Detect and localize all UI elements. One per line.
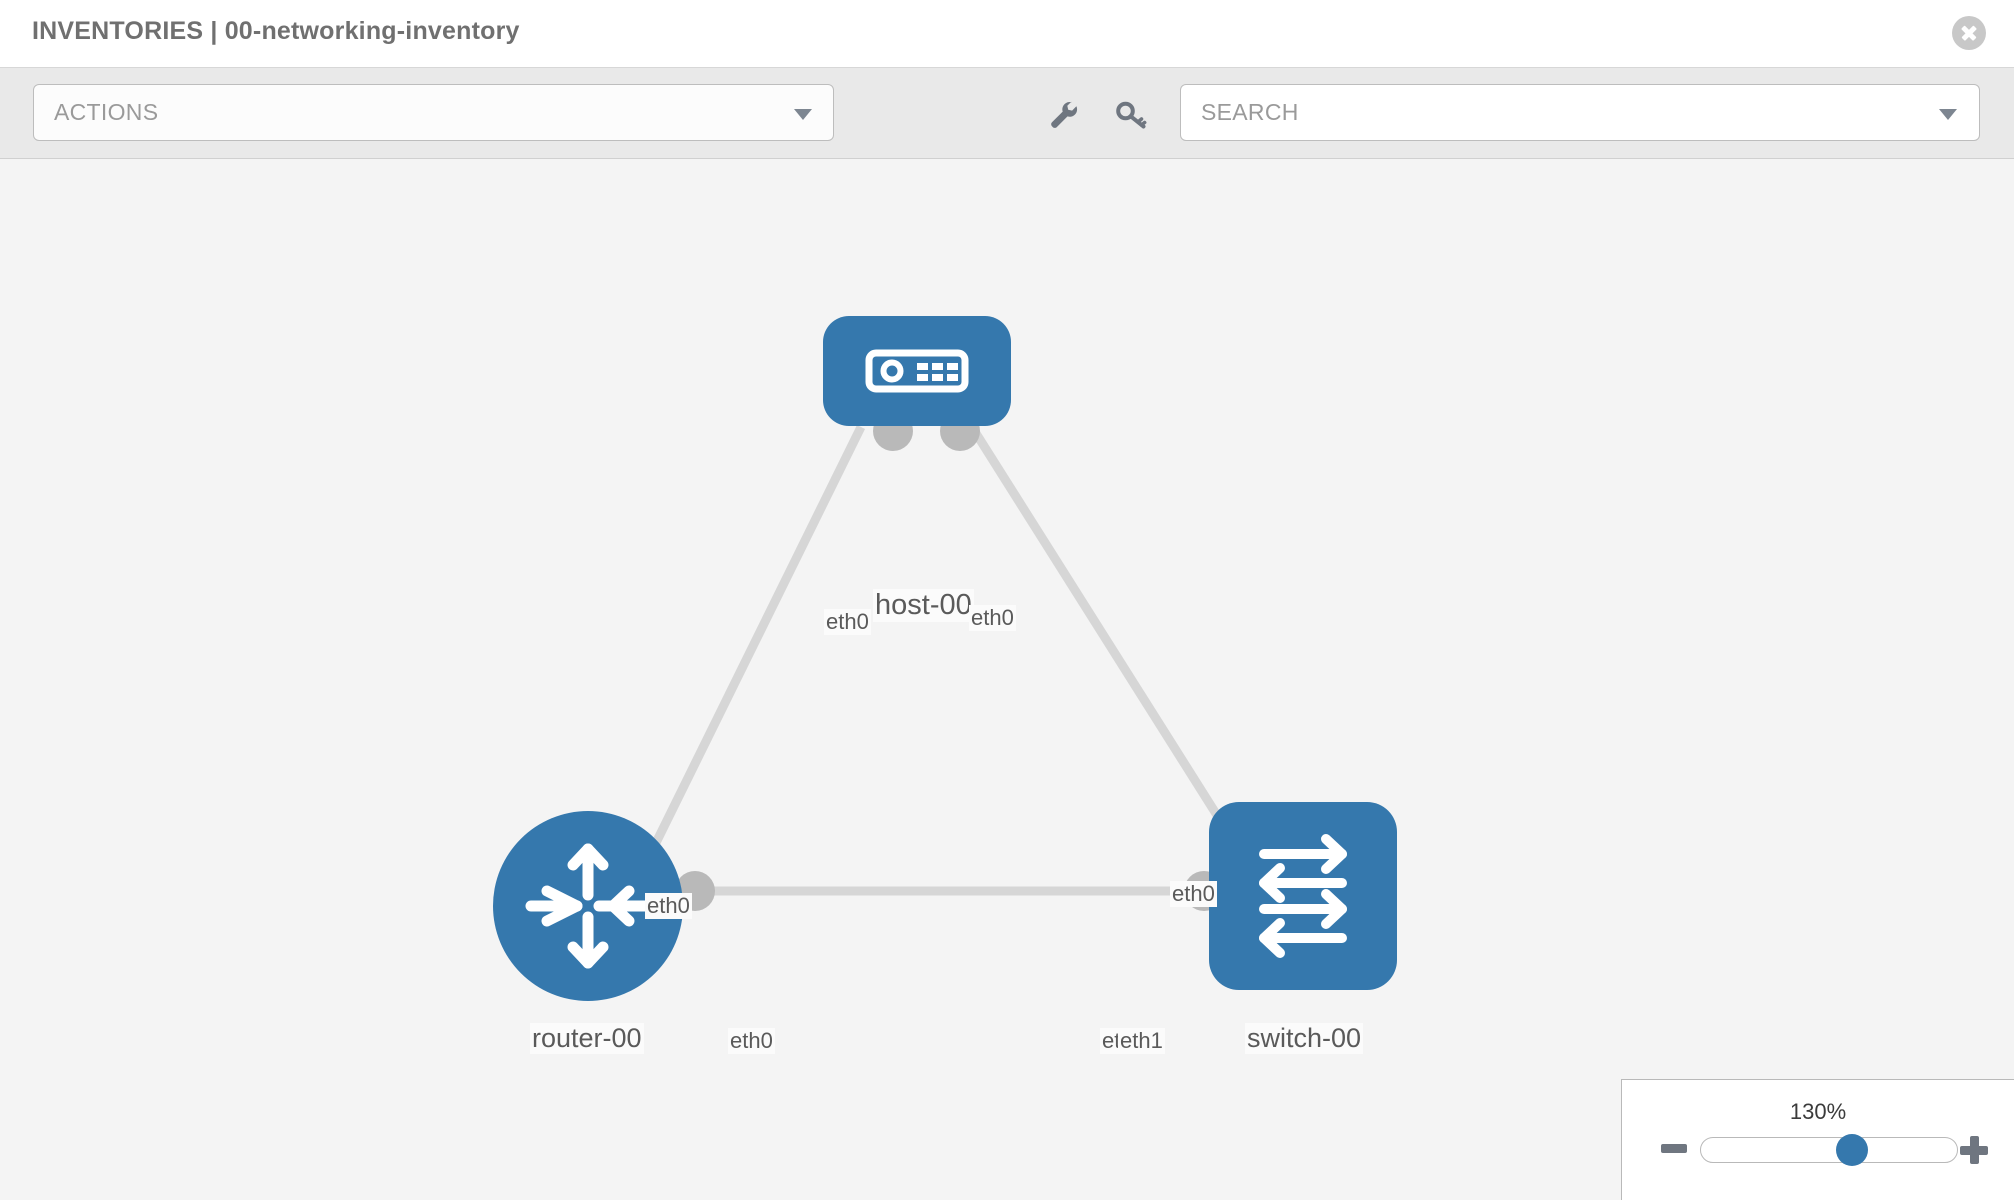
node-label-host: host-00 [873,589,974,622]
plus-icon-vertical [1969,1136,1979,1164]
key-icon[interactable] [1114,98,1148,132]
zoom-slider-handle[interactable] [1836,1134,1868,1166]
node-label-switch: switch-00 [1245,1023,1364,1054]
edge-label-host-left: eth0 [824,609,871,635]
page-header: INVENTORIES | 00-networking-inventory [0,0,2014,68]
topology-canvas[interactable]: host-00 router-00 switch-00 eth0 eth0 et… [0,159,2014,1200]
switch-arrows-icon [1259,834,1347,958]
node-switch-00[interactable] [1209,802,1397,990]
edge-label-host-right: eth0 [969,605,1016,631]
server-icon [865,349,969,393]
topology-links [643,424,1236,896]
edge-label-switch-uplink: eth0 [1170,881,1217,907]
close-icon[interactable] [1952,16,1986,50]
zoom-control-panel: 130% [1621,1079,2014,1200]
search-input[interactable]: SEARCH [1180,84,1980,141]
wrench-icon[interactable] [1047,98,1081,132]
edge-label-router-uplink: eth0 [645,893,692,919]
zoom-out-button[interactable] [1661,1144,1687,1153]
actions-dropdown[interactable]: ACTIONS [33,84,834,141]
edge-label-switch-front: eth1 [1118,1028,1165,1054]
node-host-00[interactable] [823,316,1011,426]
search-placeholder: SEARCH [1201,99,1299,125]
zoom-slider-track[interactable] [1700,1137,1958,1163]
page-title: INVENTORIES | 00-networking-inventory [32,17,520,45]
router-arrows-icon [525,843,651,969]
actions-dropdown-label: ACTIONS [54,99,159,125]
zoom-level-value: 130% [1789,1099,1847,1124]
node-label-router: router-00 [530,1023,644,1054]
chevron-down-icon [794,109,812,120]
zoom-in-button[interactable] [1960,1136,1988,1164]
chevron-down-icon [1939,109,1957,120]
toolbar: ACTIONS SEARCH [0,68,2014,159]
edge-label-router-right: eth0 [728,1028,775,1054]
